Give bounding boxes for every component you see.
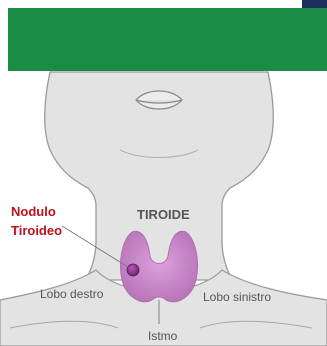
green-banner <box>8 8 327 71</box>
nodule-label-line1: Nodulo <box>11 204 56 219</box>
organ-label: TIROIDE <box>137 207 190 222</box>
right-lobe-label: Lobo destro <box>40 287 104 301</box>
nodule-label-line2: Tiroideo <box>11 223 62 238</box>
isthmus-label: Istmo <box>148 329 178 343</box>
thyroid-nodule <box>127 264 139 276</box>
left-lobe-label: Lobo sinistro <box>203 290 271 304</box>
